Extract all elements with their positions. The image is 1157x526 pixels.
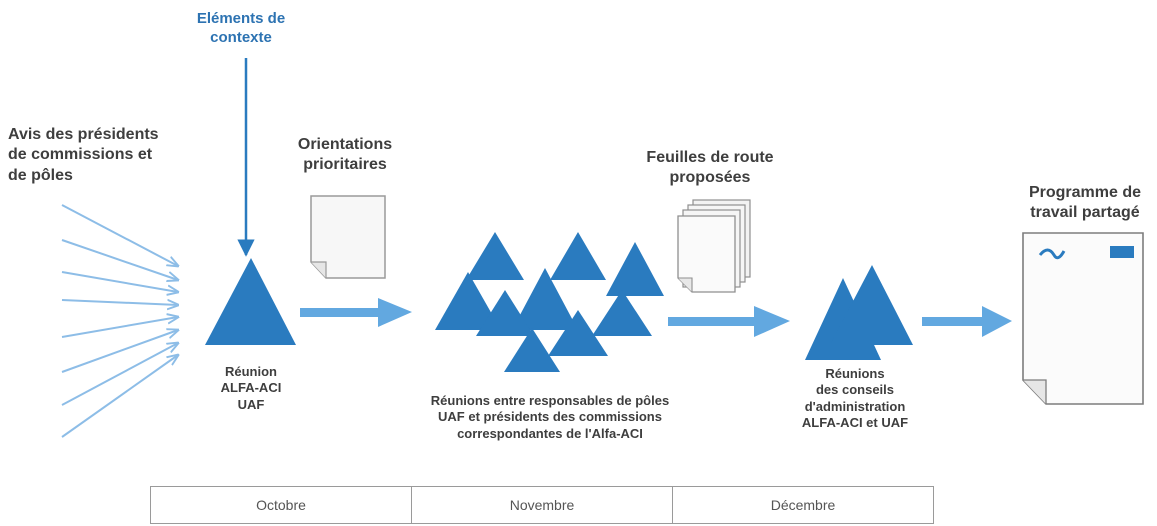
input-arrow <box>61 204 178 266</box>
stacked-documents-icon <box>677 199 751 293</box>
process-diagram <box>61 58 1144 438</box>
avis-label: Avis des présidents de commissions et de… <box>8 126 159 184</box>
triangle-cluster <box>435 232 664 372</box>
input-arrow <box>61 271 178 292</box>
input-arrow <box>61 330 178 373</box>
flow-arrow-3 <box>922 306 1012 337</box>
input-arrow <box>61 239 178 280</box>
timeline-month-octobre: Octobre <box>256 497 306 513</box>
programme-document-icon <box>1022 232 1144 405</box>
reunion-label: Réunion ALFA-ACI UAF <box>220 364 282 412</box>
logo-badge <box>1110 246 1134 258</box>
feuilles-label: Feuilles de route proposées <box>646 149 774 186</box>
reunions-conseils-label: Réunions des conseils d'administration A… <box>801 366 909 430</box>
timeline-table: Octobre Novembre Décembre <box>150 486 934 524</box>
input-arrow <box>61 300 178 305</box>
flow-arrow-2 <box>668 306 790 337</box>
timeline-month-decembre: Décembre <box>672 487 933 523</box>
input-arrows <box>61 204 178 438</box>
timeline-month-novembre: Novembre <box>411 487 672 523</box>
document-icon <box>310 195 386 279</box>
programme-label: Programme de travail partagé <box>1028 184 1142 221</box>
input-arrow <box>61 317 178 338</box>
reunion-triangle <box>205 258 296 345</box>
alpha-logo <box>1038 248 1066 260</box>
council-triangles <box>805 265 913 360</box>
context-label: Eléments de contexte <box>196 10 286 46</box>
orientations-label: Orientations prioritaires <box>297 136 393 173</box>
input-arrow <box>61 343 178 406</box>
input-arrow <box>61 355 178 438</box>
flow-arrow-1 <box>300 298 412 327</box>
reunions-poles-label: Réunions entre responsables de pôles UAF… <box>430 393 670 441</box>
